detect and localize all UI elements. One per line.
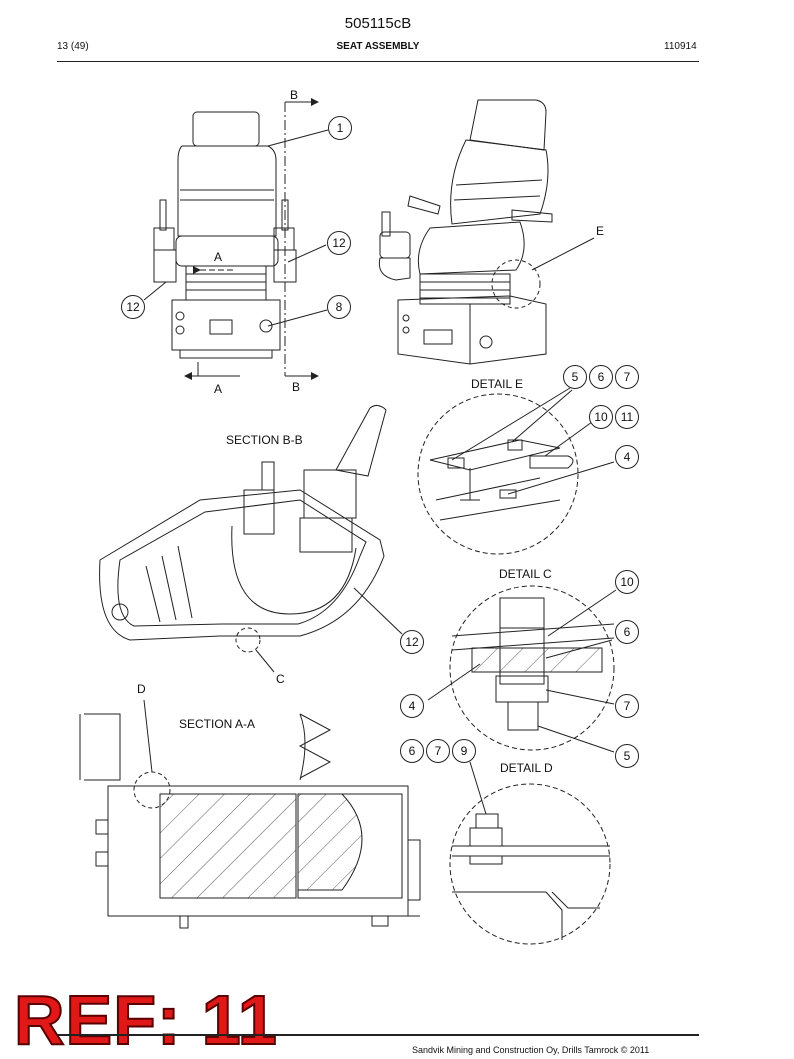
callout-7: 7 xyxy=(426,739,450,763)
callout-11: 11 xyxy=(615,405,639,429)
callout-7: 7 xyxy=(615,694,639,718)
document-date: 110914 xyxy=(664,41,697,52)
detail-e-title: DETAIL E xyxy=(471,377,524,391)
section-marker-a-top: A xyxy=(214,250,223,264)
callout-6: 6 xyxy=(400,739,424,763)
section-marker-b-bottom: B xyxy=(292,380,301,394)
callout-7: 7 xyxy=(615,365,639,389)
callout-12: 12 xyxy=(400,630,424,654)
section-marker-a-bottom: A xyxy=(214,382,223,396)
detail-d-title: DETAIL D xyxy=(500,761,553,775)
callout-4: 4 xyxy=(400,694,424,718)
callout-10: 10 xyxy=(589,405,613,429)
detail-e-view xyxy=(417,387,615,555)
detail-marker-c: C xyxy=(276,672,285,686)
section-marker-b-top: B xyxy=(290,88,299,102)
isometric-view xyxy=(378,99,595,365)
footer-copyright: Sandvik Mining and Construction Oy, Dril… xyxy=(412,1045,650,1055)
callout-4: 4 xyxy=(615,445,639,469)
page-title: SEAT ASSEMBLY xyxy=(336,41,420,52)
callout-8: 8 xyxy=(327,295,351,319)
document-number: 505115cB xyxy=(344,15,412,32)
detail-c-view xyxy=(427,585,617,753)
section-aa-view xyxy=(79,699,421,929)
callout-9: 9 xyxy=(452,739,476,763)
detail-c-title: DETAIL C xyxy=(499,567,552,581)
header-rule xyxy=(57,61,699,62)
callout-12: 12 xyxy=(121,295,145,319)
callout-12: 12 xyxy=(327,231,351,255)
front-view xyxy=(143,98,329,380)
callout-1: 1 xyxy=(328,116,352,140)
detail-marker-d: D xyxy=(137,682,146,696)
callout-5: 5 xyxy=(615,744,639,768)
detail-marker-e: E xyxy=(596,224,605,238)
detail-d-view xyxy=(449,761,611,945)
callout-5: 5 xyxy=(563,365,587,389)
section-bb-title: SECTION B-B xyxy=(226,433,303,447)
callout-6: 6 xyxy=(615,620,639,644)
footer-rule xyxy=(57,1034,699,1036)
callout-6: 6 xyxy=(589,365,613,389)
page-number: 13 (49) xyxy=(57,41,89,52)
section-aa-title: SECTION A-A xyxy=(179,717,256,731)
section-bb-view xyxy=(99,404,403,673)
reference-stamp: REF: 11 xyxy=(13,981,278,1059)
callout-10: 10 xyxy=(615,570,639,594)
